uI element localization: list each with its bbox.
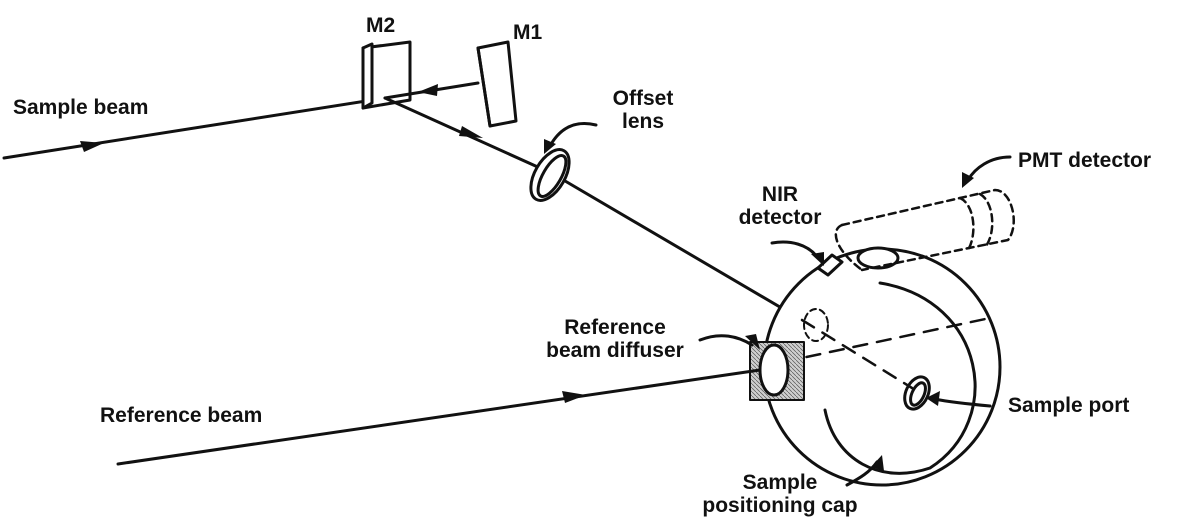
label-nir-detector-line1: NIR bbox=[761, 183, 799, 206]
label-sample-port: Sample port bbox=[1008, 394, 1130, 417]
diffuser-pointer bbox=[698, 334, 754, 347]
label-offset-lens: Offset lens bbox=[598, 87, 688, 133]
mirror-beam-arrow bbox=[418, 84, 438, 96]
sample-beam-line bbox=[2, 96, 387, 160]
mirror-m2 bbox=[361, 40, 412, 110]
label-m1: M1 bbox=[513, 21, 543, 44]
label-diffuser-line2: beam diffuser bbox=[546, 339, 684, 362]
label-pmt-detector: PMT detector bbox=[1018, 149, 1152, 172]
offset-lens bbox=[529, 148, 571, 202]
nir-detector-port bbox=[816, 253, 844, 277]
mirror-m1 bbox=[476, 40, 518, 128]
label-nir-detector: NIR detector bbox=[725, 183, 835, 229]
sample-positioning-cap bbox=[823, 281, 977, 475]
label-sample-positioning-cap: Sample positioning cap bbox=[680, 471, 880, 517]
label-reference-beam-diffuser: Reference beam diffuser bbox=[530, 316, 700, 362]
reference-beam-arrow bbox=[562, 391, 586, 403]
beam-to-sphere bbox=[558, 176, 804, 322]
beam-to-lens-arrow bbox=[459, 126, 483, 138]
label-nir-detector-line2: detector bbox=[738, 206, 822, 229]
label-m2: M2 bbox=[366, 14, 396, 37]
label-sample-beam: Sample beam bbox=[13, 96, 149, 119]
nir-detector-pointer bbox=[770, 240, 820, 260]
pmt-detector bbox=[834, 188, 1015, 272]
label-diffuser-line1: Reference bbox=[564, 316, 666, 339]
offset-lens-pointer bbox=[548, 122, 598, 148]
pmt-detector-pointer bbox=[966, 155, 1012, 182]
reference-beam-line bbox=[116, 368, 762, 466]
label-cap-line2: positioning cap bbox=[702, 494, 858, 517]
label-reference-beam: Reference beam bbox=[100, 404, 263, 427]
label-offset-lens-line2: lens bbox=[621, 110, 665, 133]
label-cap-line1: Sample bbox=[742, 471, 818, 494]
sample-beam-arrow bbox=[80, 141, 104, 152]
label-offset-lens-line1: Offset bbox=[612, 87, 674, 110]
